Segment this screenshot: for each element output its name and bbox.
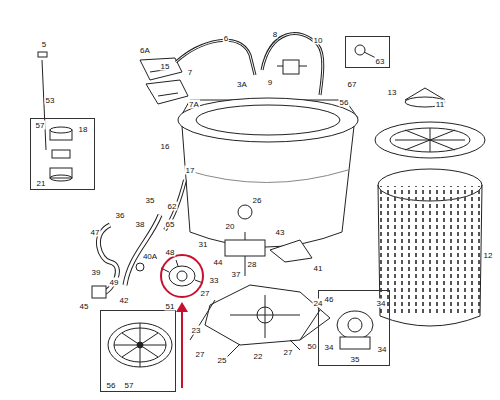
callout-number: 38 <box>135 220 146 229</box>
callout-number: 11 <box>435 100 445 109</box>
callout-number: 8 <box>272 30 278 39</box>
callout-number: 9 <box>267 78 273 87</box>
detail-inset: 57 18 21 <box>30 118 95 190</box>
callout-number: 34 <box>376 299 387 308</box>
callout-number: 56 <box>106 381 117 390</box>
callout-number: 37 <box>231 270 242 279</box>
callout-number: 24 <box>313 299 324 308</box>
detail-inset: 46 34 34 35 34 <box>318 290 390 366</box>
callout-number: 21 <box>36 179 47 188</box>
callout-number: 41 <box>313 264 324 273</box>
callout-number: 23 <box>191 326 202 335</box>
callout-number: 39 <box>91 268 102 277</box>
callout-number: 16 <box>160 142 171 151</box>
callout-number: 57 <box>124 381 135 390</box>
callout-number: 47 <box>90 228 101 237</box>
callout-number: 26 <box>252 196 263 205</box>
callout-number: 7A <box>188 100 200 109</box>
callout-number: 12 <box>483 251 494 260</box>
callout-number: 36 <box>115 211 126 220</box>
callout-number: 6A <box>139 46 151 55</box>
callout-number: 67 <box>347 80 358 89</box>
callout-number: 25 <box>217 356 228 365</box>
callout-number: 27 <box>283 348 294 357</box>
callout-number: 7 <box>187 68 193 77</box>
callout-number: 5 <box>41 40 47 49</box>
callout-number: 31 <box>198 240 209 249</box>
callout-number: 49 <box>109 278 120 287</box>
callout-number: 65 <box>165 220 176 229</box>
callout-number: 40A <box>142 252 158 261</box>
callout-number: 34 <box>377 345 388 354</box>
callout-number: 28 <box>247 260 258 269</box>
callout-number: 6 <box>223 34 229 43</box>
callout-number: 51 <box>165 302 176 311</box>
detail-inset: 56 57 <box>100 310 176 392</box>
callout-number: 48 <box>165 248 176 257</box>
callout-number: 13 <box>387 88 398 97</box>
callout-number: 53 <box>45 96 56 105</box>
callout-number: 35 <box>350 355 361 364</box>
detail-inset: 63 <box>345 36 390 68</box>
callout-number: 3A <box>236 80 248 89</box>
callout-number: 57 <box>35 121 46 130</box>
callout-number: 20 <box>225 222 236 231</box>
callout-number: 10 <box>313 36 324 45</box>
callout-number: 15 <box>160 62 171 71</box>
callout-number: 35 <box>145 196 156 205</box>
callout-number: 18 <box>78 125 89 134</box>
callout-number: 17 <box>185 166 196 175</box>
callout-number: 33 <box>209 276 220 285</box>
callout-number: 46 <box>324 295 335 304</box>
callout-number: 56 <box>339 98 350 107</box>
callout-number: 62 <box>167 202 178 211</box>
callout-number: 43 <box>275 228 286 237</box>
callout-number: 45 <box>79 302 90 311</box>
callout-number: 22 <box>253 352 264 361</box>
callout-number: 63 <box>375 57 386 66</box>
callout-number: 44 <box>213 258 224 267</box>
callout-number: 42 <box>119 296 130 305</box>
callout-number: 34 <box>324 343 335 352</box>
callout-number: 27 <box>195 350 206 359</box>
callout-number: 50 <box>307 342 318 351</box>
callout-number: 27 <box>200 289 211 298</box>
